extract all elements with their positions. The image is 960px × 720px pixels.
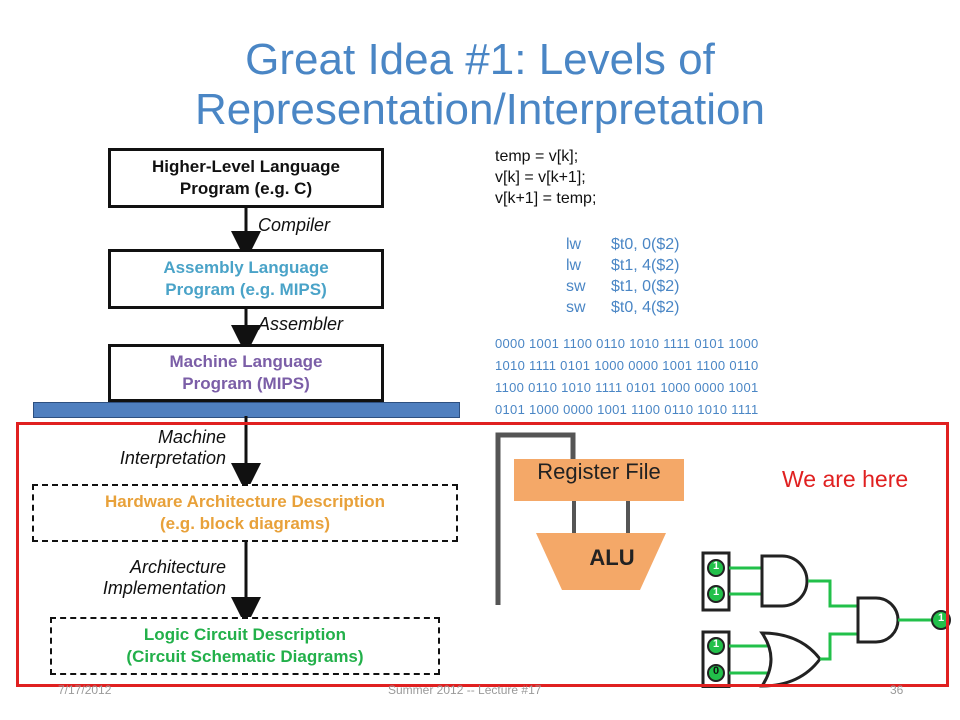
or-gate (759, 631, 822, 688)
machine-line2: Program (MIPS) (182, 374, 310, 393)
c-code-line: v[k] = v[k+1]; (495, 169, 586, 186)
machine-code-line: 0000 1001 1100 0110 1010 1111 0101 1000 (495, 336, 759, 351)
asm-args: $t1, 0($2) (611, 278, 680, 295)
and-gate-2 (856, 596, 900, 644)
input-pair-bottom (701, 630, 731, 688)
logic-circuit-box: Logic Circuit Description (Circuit Schem… (50, 617, 440, 675)
asm-op: sw (566, 299, 586, 316)
output-node (931, 610, 951, 630)
input-node-2 (707, 585, 725, 603)
footer-page: 36 (890, 683, 904, 697)
register-file-label: Register File (537, 459, 661, 484)
footer-course: Summer 2012 -- Lecture #17 (388, 683, 542, 697)
hardware-architecture-box: Hardware Architecture Description (e.g. … (32, 484, 458, 542)
architecture-implementation-label: Architecture Implementation (103, 557, 226, 599)
assembly-language-box: Assembly Language Program (e.g. MIPS) (108, 249, 384, 309)
input-node-1 (707, 559, 725, 577)
high-level-line1: Higher-Level Language (152, 157, 340, 176)
assembly-line2: Program (e.g. MIPS) (165, 280, 327, 299)
input-pair-top (701, 551, 731, 612)
alu-block (536, 533, 666, 590)
asm-op: lw (566, 257, 582, 274)
logic-line1: Logic Circuit Description (143, 625, 347, 644)
machine-interp-line1: Machine (157, 427, 226, 447)
machine-line1: Machine Language (169, 352, 323, 371)
asm-line: lw $t1, 4($2) (566, 255, 679, 276)
hardware-line1: Hardware Architecture Description (105, 492, 385, 511)
asm-line: lw $t0, 0($2) (566, 234, 679, 255)
asm-args: $t0, 4($2) (611, 299, 680, 316)
block-diagram (495, 432, 684, 605)
machine-language-box: Machine Language Program (MIPS) (108, 344, 384, 402)
arch-impl-line2: Implementation (102, 578, 226, 598)
asm-line: sw $t0, 4($2) (566, 297, 679, 318)
machine-code-line: 1010 1111 0101 1000 0000 1001 1100 0110 (495, 358, 759, 373)
hardware-line2: (e.g. block diagrams) (159, 514, 331, 533)
input-node-4 (707, 664, 725, 682)
asm-block: lw $t0, 0($2) lw $t1, 4($2) sw $t1, 0($2) s… (566, 234, 679, 318)
machine-interpretation-label: Machine Interpretation (120, 427, 226, 469)
machine-code-block: 0000 1001 1100 0110 1010 1111 0101 1000 … (495, 333, 759, 421)
logic-circuit-diagram (701, 551, 951, 688)
register-file-block (514, 459, 684, 501)
footer-date: 7/17/2012 (58, 683, 112, 697)
output-value: 1 (937, 612, 945, 624)
assembler-label: Assembler (258, 314, 344, 334)
writeback-wire (495, 432, 576, 605)
machine-interp-line2: Interpretation (119, 448, 226, 468)
c-code-line: v[k+1] = temp; (495, 190, 597, 207)
c-code-block: temp = v[k]; v[k] = v[k+1]; v[k+1] = tem… (495, 146, 596, 209)
asm-args: $t1, 4($2) (611, 257, 680, 274)
machine-code-line: 1100 0110 1010 1111 0101 1000 0000 1001 (495, 380, 759, 395)
high-level-line2: Program (e.g. C) (179, 179, 313, 198)
we-are-here-label: We are here (782, 466, 909, 492)
machine-code-line: 0101 1000 0000 1001 1100 0110 1010 1111 (495, 402, 759, 417)
logic-line2: (Circuit Schematic Diagrams) (126, 647, 364, 666)
slide-title-line1: Great Idea #1: Levels of (245, 35, 715, 84)
input-value-1: 1 (712, 560, 720, 572)
slide-title-line2: Representation/Interpretation (195, 85, 765, 134)
asm-op: sw (566, 278, 586, 295)
asm-line: sw $t1, 0($2) (566, 276, 679, 297)
and-gate-1 (760, 554, 809, 608)
input-value-3: 1 (712, 638, 720, 650)
input-value-4: 0 (712, 665, 720, 677)
c-code-line: temp = v[k]; (495, 148, 579, 165)
we-are-here-frame (16, 422, 949, 687)
compiler-label: Compiler (258, 215, 331, 235)
asm-args: $t0, 0($2) (611, 236, 680, 253)
assembly-line1: Assembly Language (163, 258, 329, 277)
input-node-3 (707, 637, 725, 655)
alu-label: ALU (589, 545, 635, 570)
arch-impl-line1: Architecture (129, 557, 226, 577)
high-level-language-box: Higher-Level Language Program (e.g. C) (108, 148, 384, 208)
input-value-2: 1 (712, 586, 720, 598)
asm-op: lw (566, 236, 582, 253)
